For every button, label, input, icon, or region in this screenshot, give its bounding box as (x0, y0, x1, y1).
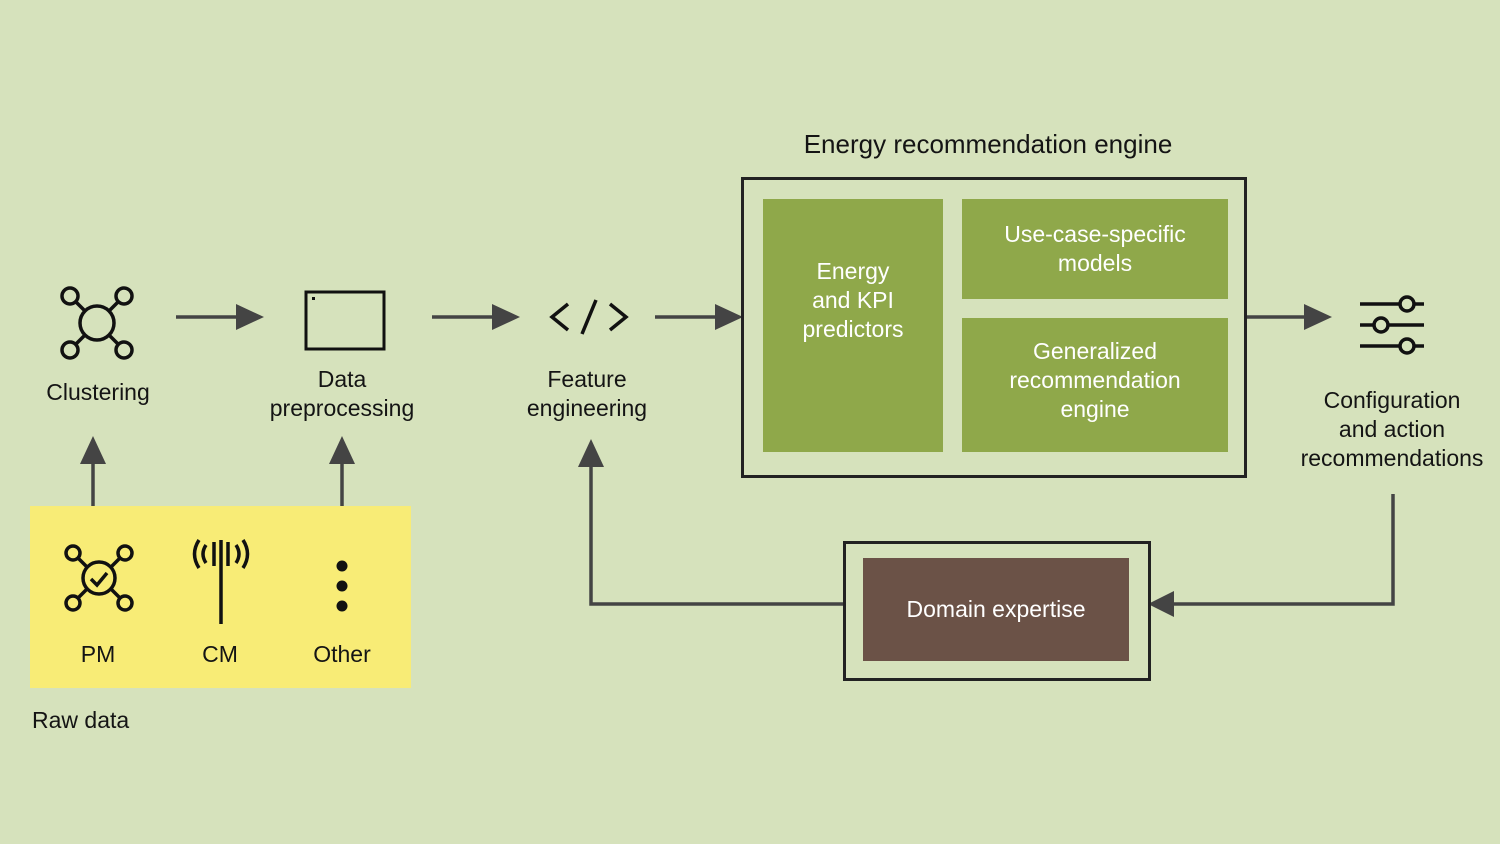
engine-title: Energy recommendation engine (803, 129, 1173, 159)
step-config-recommendations: Configuration and action recommendations (1300, 387, 1484, 471)
step-data-preprocessing: Data preprocessing (269, 366, 415, 421)
raw-item-other: Other (313, 641, 371, 667)
raw-item-cm: CM (202, 641, 238, 667)
raw-item-pm: PM (80, 641, 116, 667)
engine-frame (741, 177, 1247, 478)
generalized-engine: Generalized recommendation engine (962, 318, 1228, 452)
antenna-icon (192, 539, 250, 624)
more-vertical-icon (336, 560, 348, 612)
window-icon (304, 290, 386, 351)
domain-expertise: Domain expertise (863, 558, 1129, 661)
sliders-icon (1360, 295, 1424, 355)
domain-frame (843, 541, 1151, 681)
step-feature-engineering: Feature engineering (526, 366, 648, 421)
use-case-models: Use-case-specific models (962, 199, 1228, 299)
cluster-icon (60, 286, 134, 360)
step-clustering: Clustering (46, 379, 150, 405)
raw-data-caption: Raw data (32, 707, 130, 733)
energy-kpi-predictors: Energy and KPI predictors (763, 199, 943, 452)
code-icon (549, 299, 629, 335)
network-check-icon (64, 544, 134, 612)
